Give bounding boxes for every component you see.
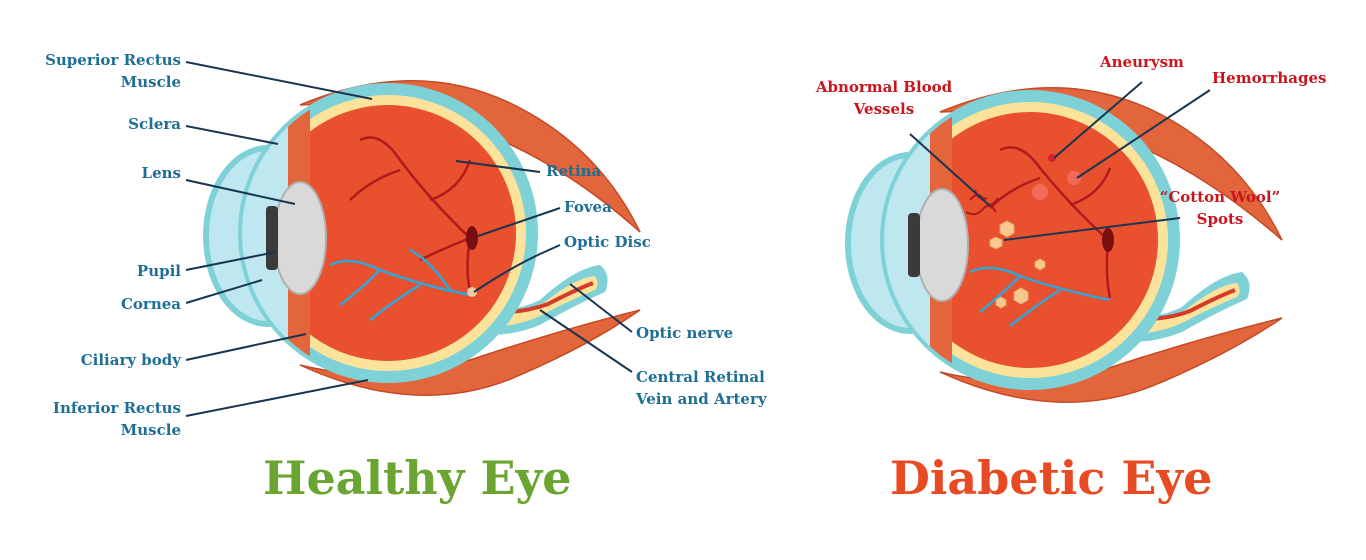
pupil — [266, 206, 278, 270]
eyeball-interior — [260, 105, 516, 361]
label-superior-rectus: Superior Rectus Muscle — [45, 51, 181, 91]
diabetic-eye-illustration — [845, 81, 1283, 403]
label-lens: Lens — [141, 164, 181, 182]
label-fovea: Fovea — [564, 198, 612, 216]
eyeball-interior-diabetic — [902, 112, 1158, 368]
lens-diabetic — [915, 188, 969, 302]
cotton-wool-spots — [989, 220, 1046, 309]
healthy-eye-title: Healthy Eye — [263, 451, 572, 505]
lens — [273, 181, 327, 295]
label-inferior-rectus: Inferior Rectus Muscle — [52, 399, 181, 439]
aneurysm-spot — [1048, 154, 1056, 162]
healthy-eye-illustration — [185, 61, 641, 417]
label-abnormal-blood-vessels: Abnormal Blood Vessels — [815, 78, 953, 118]
label-retina: Retina — [546, 162, 602, 180]
label-hemorrhages: Hemorrhages — [1212, 69, 1327, 87]
label-ciliary-body: Ciliary body — [80, 351, 181, 369]
label-optic-disc: Optic Disc — [564, 233, 651, 251]
label-aneurysm: Aneurysm — [1100, 53, 1184, 71]
diabetic-eye-title: Diabetic Eye — [890, 451, 1213, 505]
healthy-blue-vessels — [329, 248, 471, 321]
label-pupil: Pupil — [136, 262, 181, 280]
label-optic-nerve: Optic nerve — [636, 324, 734, 342]
fovea — [466, 226, 478, 250]
hemorrhage-spot — [1032, 184, 1048, 200]
label-central-retinal: Central Retinal Vein and Artery — [636, 368, 767, 408]
label-cornea: Cornea — [120, 295, 181, 313]
label-cotton-wool-spots: “Cotton Wool” Spots — [1159, 188, 1281, 228]
label-sclera: Sclera — [128, 115, 181, 133]
optic-disc — [467, 287, 477, 297]
healthy-leader-lines — [185, 61, 633, 417]
diabetic-leader-lines — [909, 81, 1211, 241]
